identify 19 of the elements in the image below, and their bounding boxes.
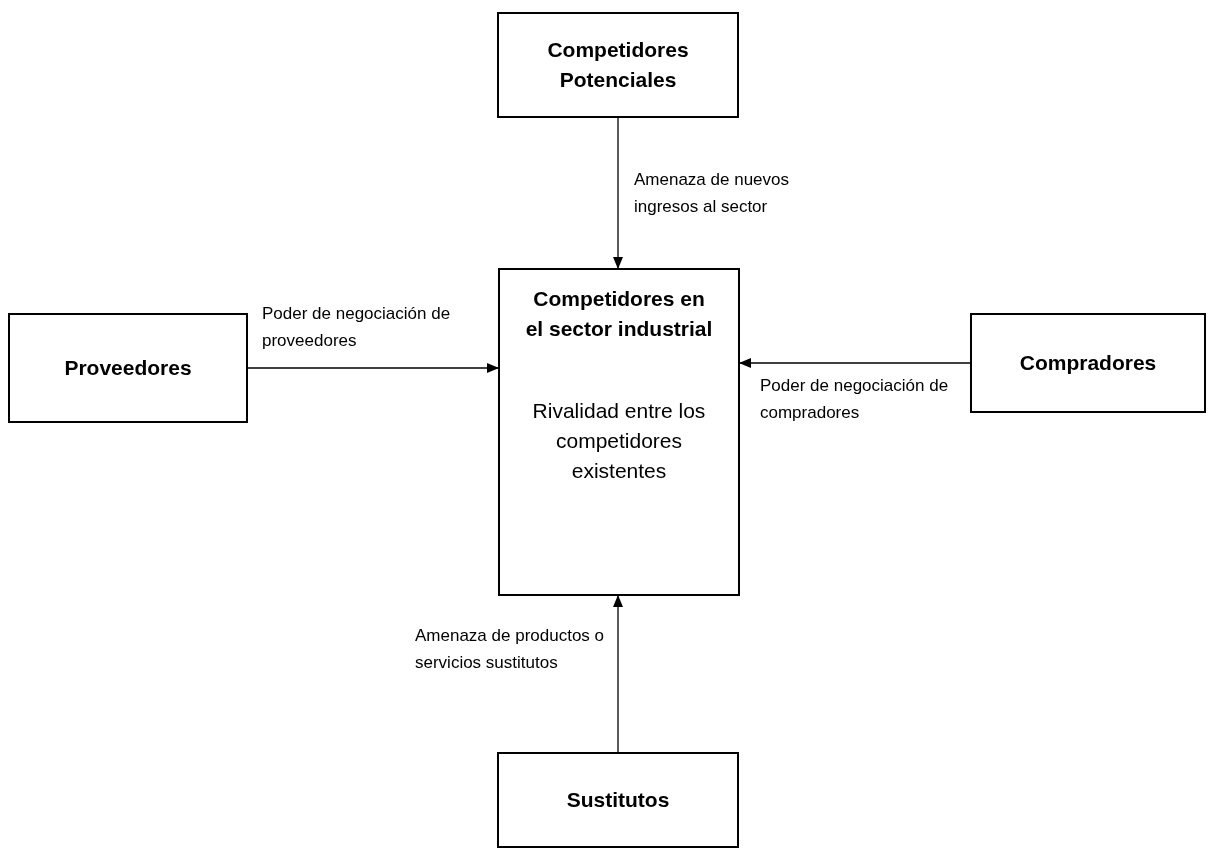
process-box [498, 268, 740, 596]
box-heading: Sustitutos [566, 787, 670, 813]
arrow [247, 363, 499, 373]
edge-label: Amenaza de productos o servicios sustitutos [415, 625, 605, 674]
edge-label: Poder de negociación de compradores [760, 375, 950, 424]
box-heading: Proveedores [64, 355, 192, 381]
arrow [739, 358, 971, 368]
box-body: Rivalidad entre los competidores existentes [531, 398, 707, 484]
process-box [497, 12, 739, 118]
box-heading: Competidores en el sector industrial [524, 286, 714, 342]
arrow [613, 595, 623, 753]
process-box [497, 752, 739, 848]
process-box [8, 313, 248, 423]
box-heading: Compradores [1019, 350, 1157, 376]
box-heading: Competidores Potenciales [546, 37, 690, 93]
edge-label: Poder de negociación de proveedores [262, 303, 452, 352]
edge-label: Amenaza de nuevos ingresos al sector [634, 169, 790, 218]
process-box [970, 313, 1206, 413]
arrow [613, 117, 623, 269]
